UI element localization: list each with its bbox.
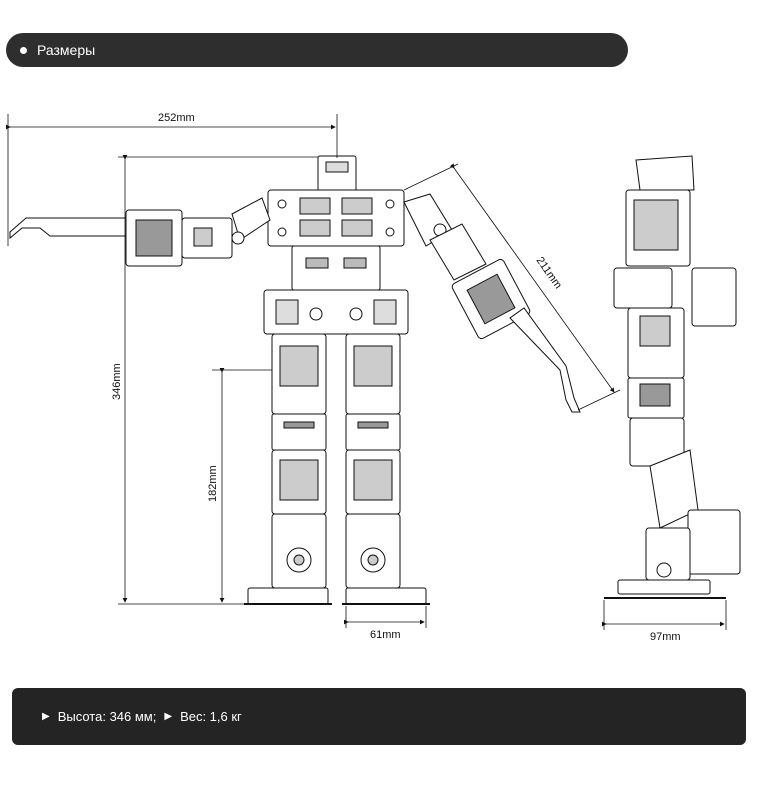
spec-height: Высота: 346 мм; bbox=[57, 709, 157, 724]
robot-dimension-drawing: 252mm 346mm 182mm 61mm 211mm 97mm bbox=[6, 112, 741, 643]
dim-label-252: 252mm bbox=[158, 112, 195, 124]
dim-label-61: 61mm bbox=[370, 629, 401, 641]
triangle-right-icon: ▶ bbox=[164, 711, 173, 722]
spec-weight: Вес: 1,6 кг bbox=[180, 709, 242, 724]
specs-bar: ▶ Высота: 346 мм; ▶ Вес: 1,6 кг bbox=[12, 688, 746, 745]
dim-label-97: 97mm bbox=[650, 631, 681, 643]
section-title: Размеры bbox=[37, 42, 96, 58]
triangle-right-icon: ▶ bbox=[42, 711, 50, 722]
dim-label-346: 346mm bbox=[111, 363, 123, 400]
robot-front-view bbox=[9, 155, 581, 605]
dimension-lines bbox=[6, 114, 727, 630]
dim-label-182: 182mm bbox=[207, 465, 219, 502]
bullet-dot-icon bbox=[20, 46, 27, 54]
robot-side-view bbox=[604, 155, 741, 599]
section-header: Размеры bbox=[6, 33, 628, 67]
